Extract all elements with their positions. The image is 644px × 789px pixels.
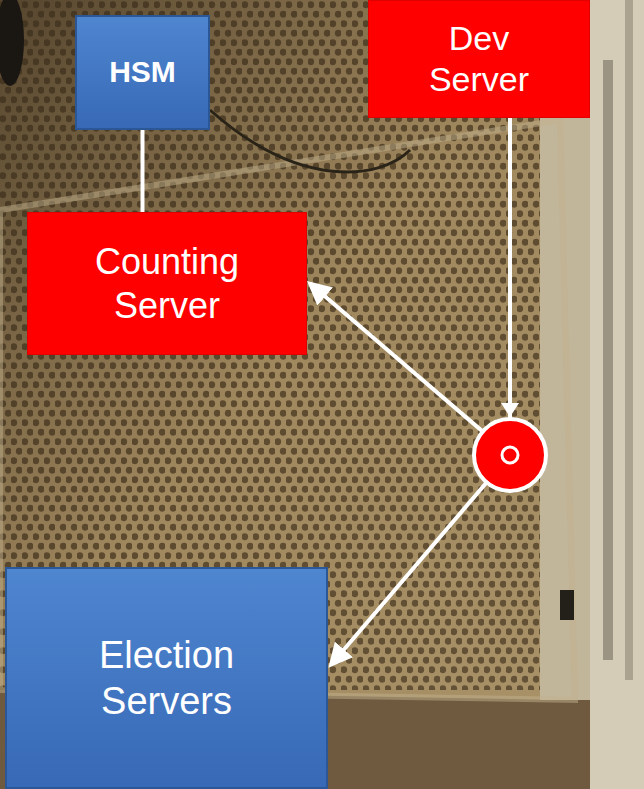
server-box: Dev Server <box>368 0 590 118</box>
node-label: Dev Server <box>404 18 554 101</box>
hsm-box: HSM <box>75 15 210 130</box>
arrow-head <box>501 403 519 417</box>
node-label: HSM <box>109 54 176 91</box>
link-line <box>141 130 145 212</box>
flow-arrow <box>331 118 510 665</box>
disc-hole <box>502 447 518 463</box>
server-box: Counting Server <box>27 212 307 355</box>
cable <box>0 0 24 86</box>
node-label: Counting Server <box>67 240 267 328</box>
server-group-box: Election Servers <box>5 567 328 789</box>
connector-plug <box>560 590 574 620</box>
disc-symbol <box>474 419 546 491</box>
node-label: Election Servers <box>57 632 277 725</box>
rack-frame-right <box>590 0 644 789</box>
flow-arrow <box>310 118 510 455</box>
rack-rail <box>603 60 613 660</box>
wire <box>210 110 410 172</box>
rack-rail <box>625 0 633 680</box>
